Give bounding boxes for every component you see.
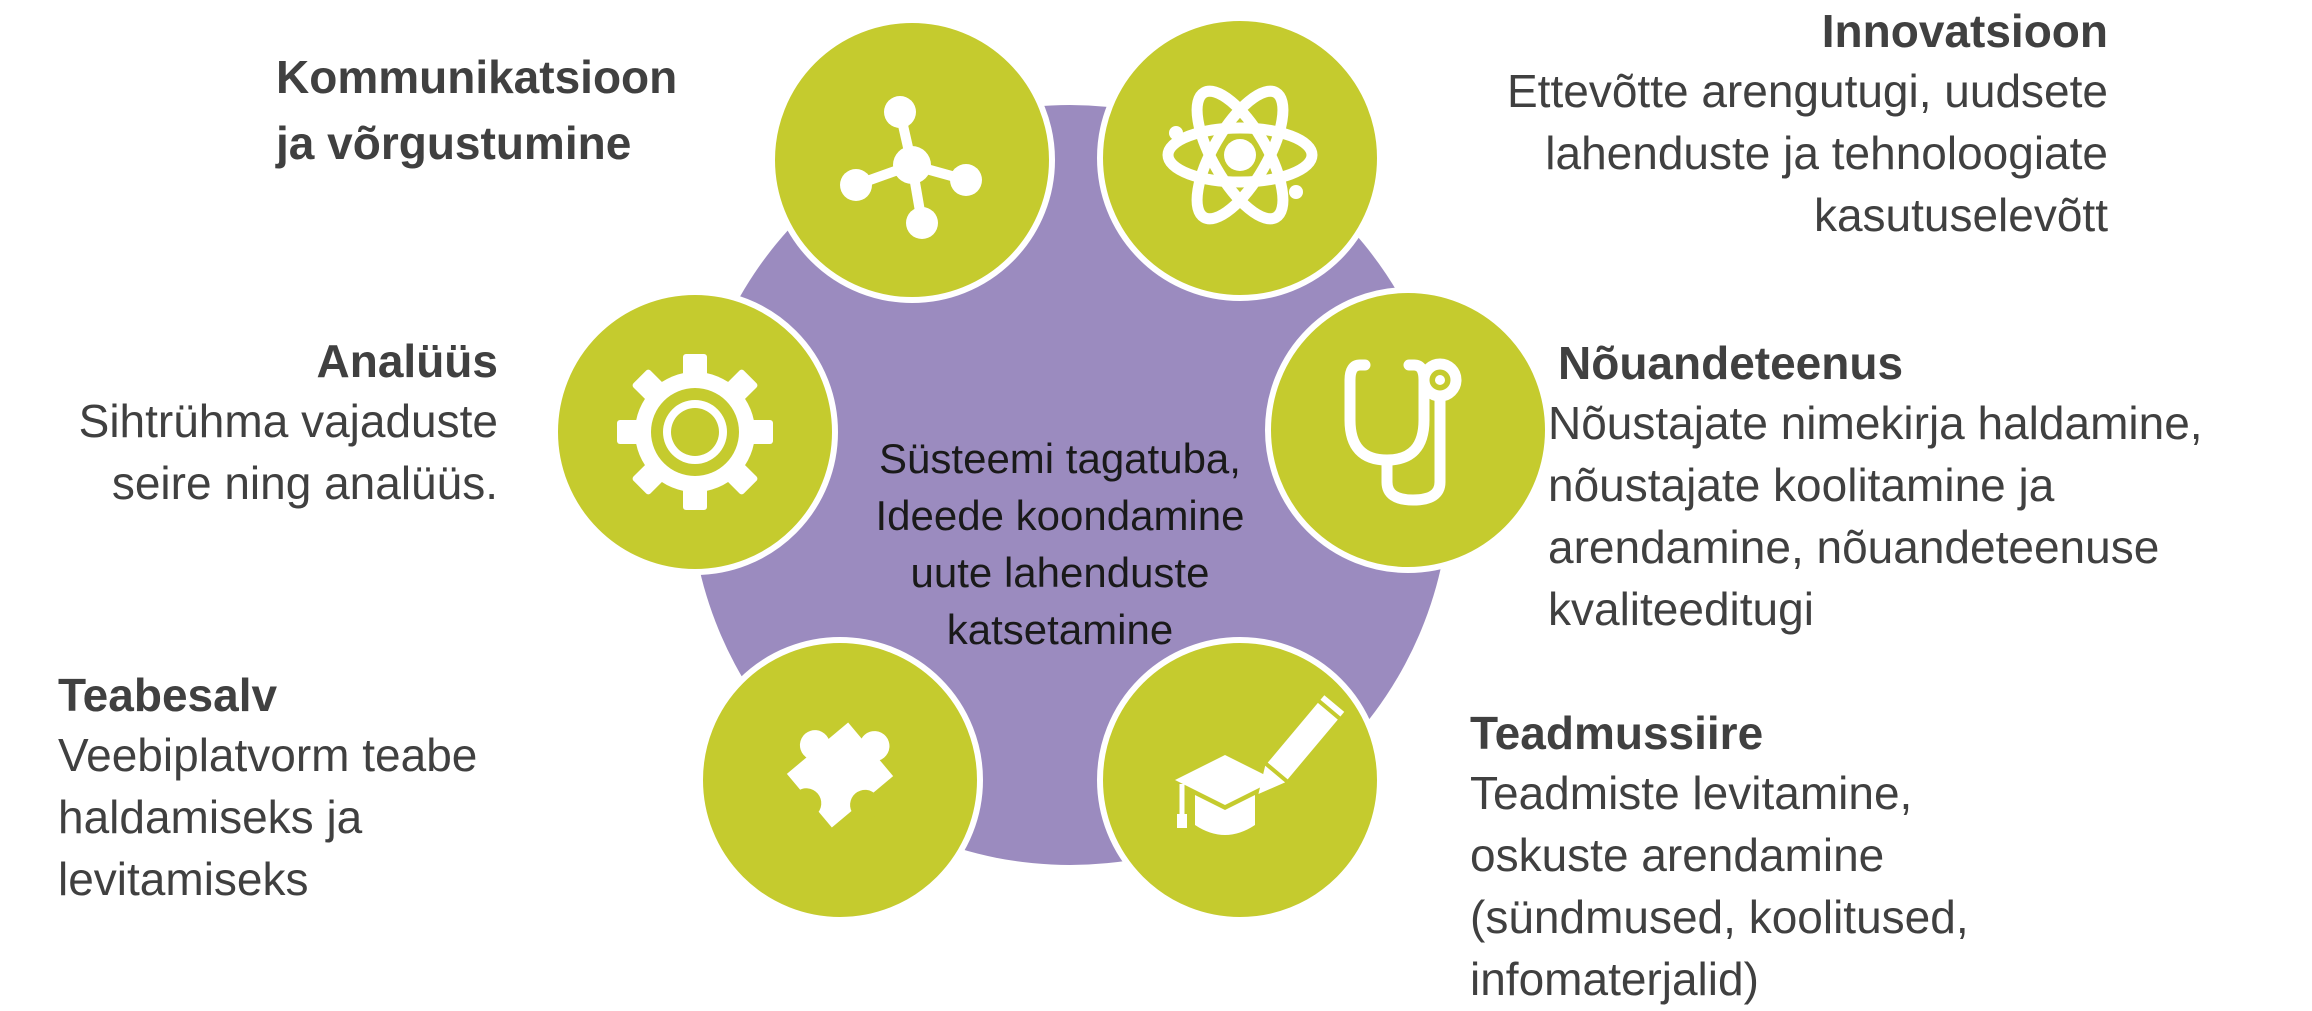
label-teadmussiire: Teadmussiire Teadmiste levitamine, oskus… xyxy=(1470,704,2090,1010)
stethoscope-icon xyxy=(1344,358,1462,506)
label-analuus: Analüüs Sihtrühma vajaduste seire ning a… xyxy=(0,332,498,514)
node-nouandeteenus xyxy=(1265,287,1551,573)
label-kommunikatsioon: Kommunikatsioon ja võrgustumine xyxy=(276,44,677,176)
node-kommunikatsioon xyxy=(769,17,1055,303)
node-title: Analüüs xyxy=(316,335,498,387)
node-title: Innovatsioon xyxy=(1821,5,2108,57)
node-description: Ettevõtte arengutugi, uudsete lahenduste… xyxy=(1507,65,2108,241)
node-innovatsioon xyxy=(1097,15,1383,301)
node-title: Teabesalv xyxy=(58,669,278,721)
center-hub-text: Süsteemi tagatuba, Ideede koondamine uut… xyxy=(875,435,1245,653)
graduation-cap-pencil-icon xyxy=(1175,695,1345,835)
node-title: Nõuandeteenus xyxy=(1558,337,1904,389)
gear-icon xyxy=(617,354,773,510)
node-teabesalv xyxy=(697,637,983,923)
node-teadmussiire xyxy=(1097,637,1383,923)
atom-icon xyxy=(1162,85,1318,225)
node-description: Sihtrühma vajaduste seire ning analüüs. xyxy=(78,395,498,509)
label-innovatsioon: Innovatsioon Ettevõtte arengutugi, uudse… xyxy=(1348,2,2108,246)
node-title: Kommunikatsioon ja võrgustumine xyxy=(276,51,678,169)
network-icon xyxy=(840,96,982,239)
node-description: Veebiplatvorm teabe haldamiseks ja levit… xyxy=(58,729,478,905)
label-teabesalv: Teabesalv Veebiplatvorm teabe haldamisek… xyxy=(58,666,618,910)
node-analuus xyxy=(552,289,838,575)
puzzle-icon xyxy=(786,722,894,828)
node-description: Nõustajate nimekirja haldamine, nõustaja… xyxy=(1548,397,2203,635)
label-nouandeteenus: Nõuandeteenus Nõustajate nimekirja halda… xyxy=(1548,334,2308,640)
node-circle xyxy=(1265,287,1551,573)
node-title: Teadmussiire xyxy=(1470,707,1764,759)
node-description: Teadmiste levitamine, oskuste arendamine… xyxy=(1470,767,1969,1005)
